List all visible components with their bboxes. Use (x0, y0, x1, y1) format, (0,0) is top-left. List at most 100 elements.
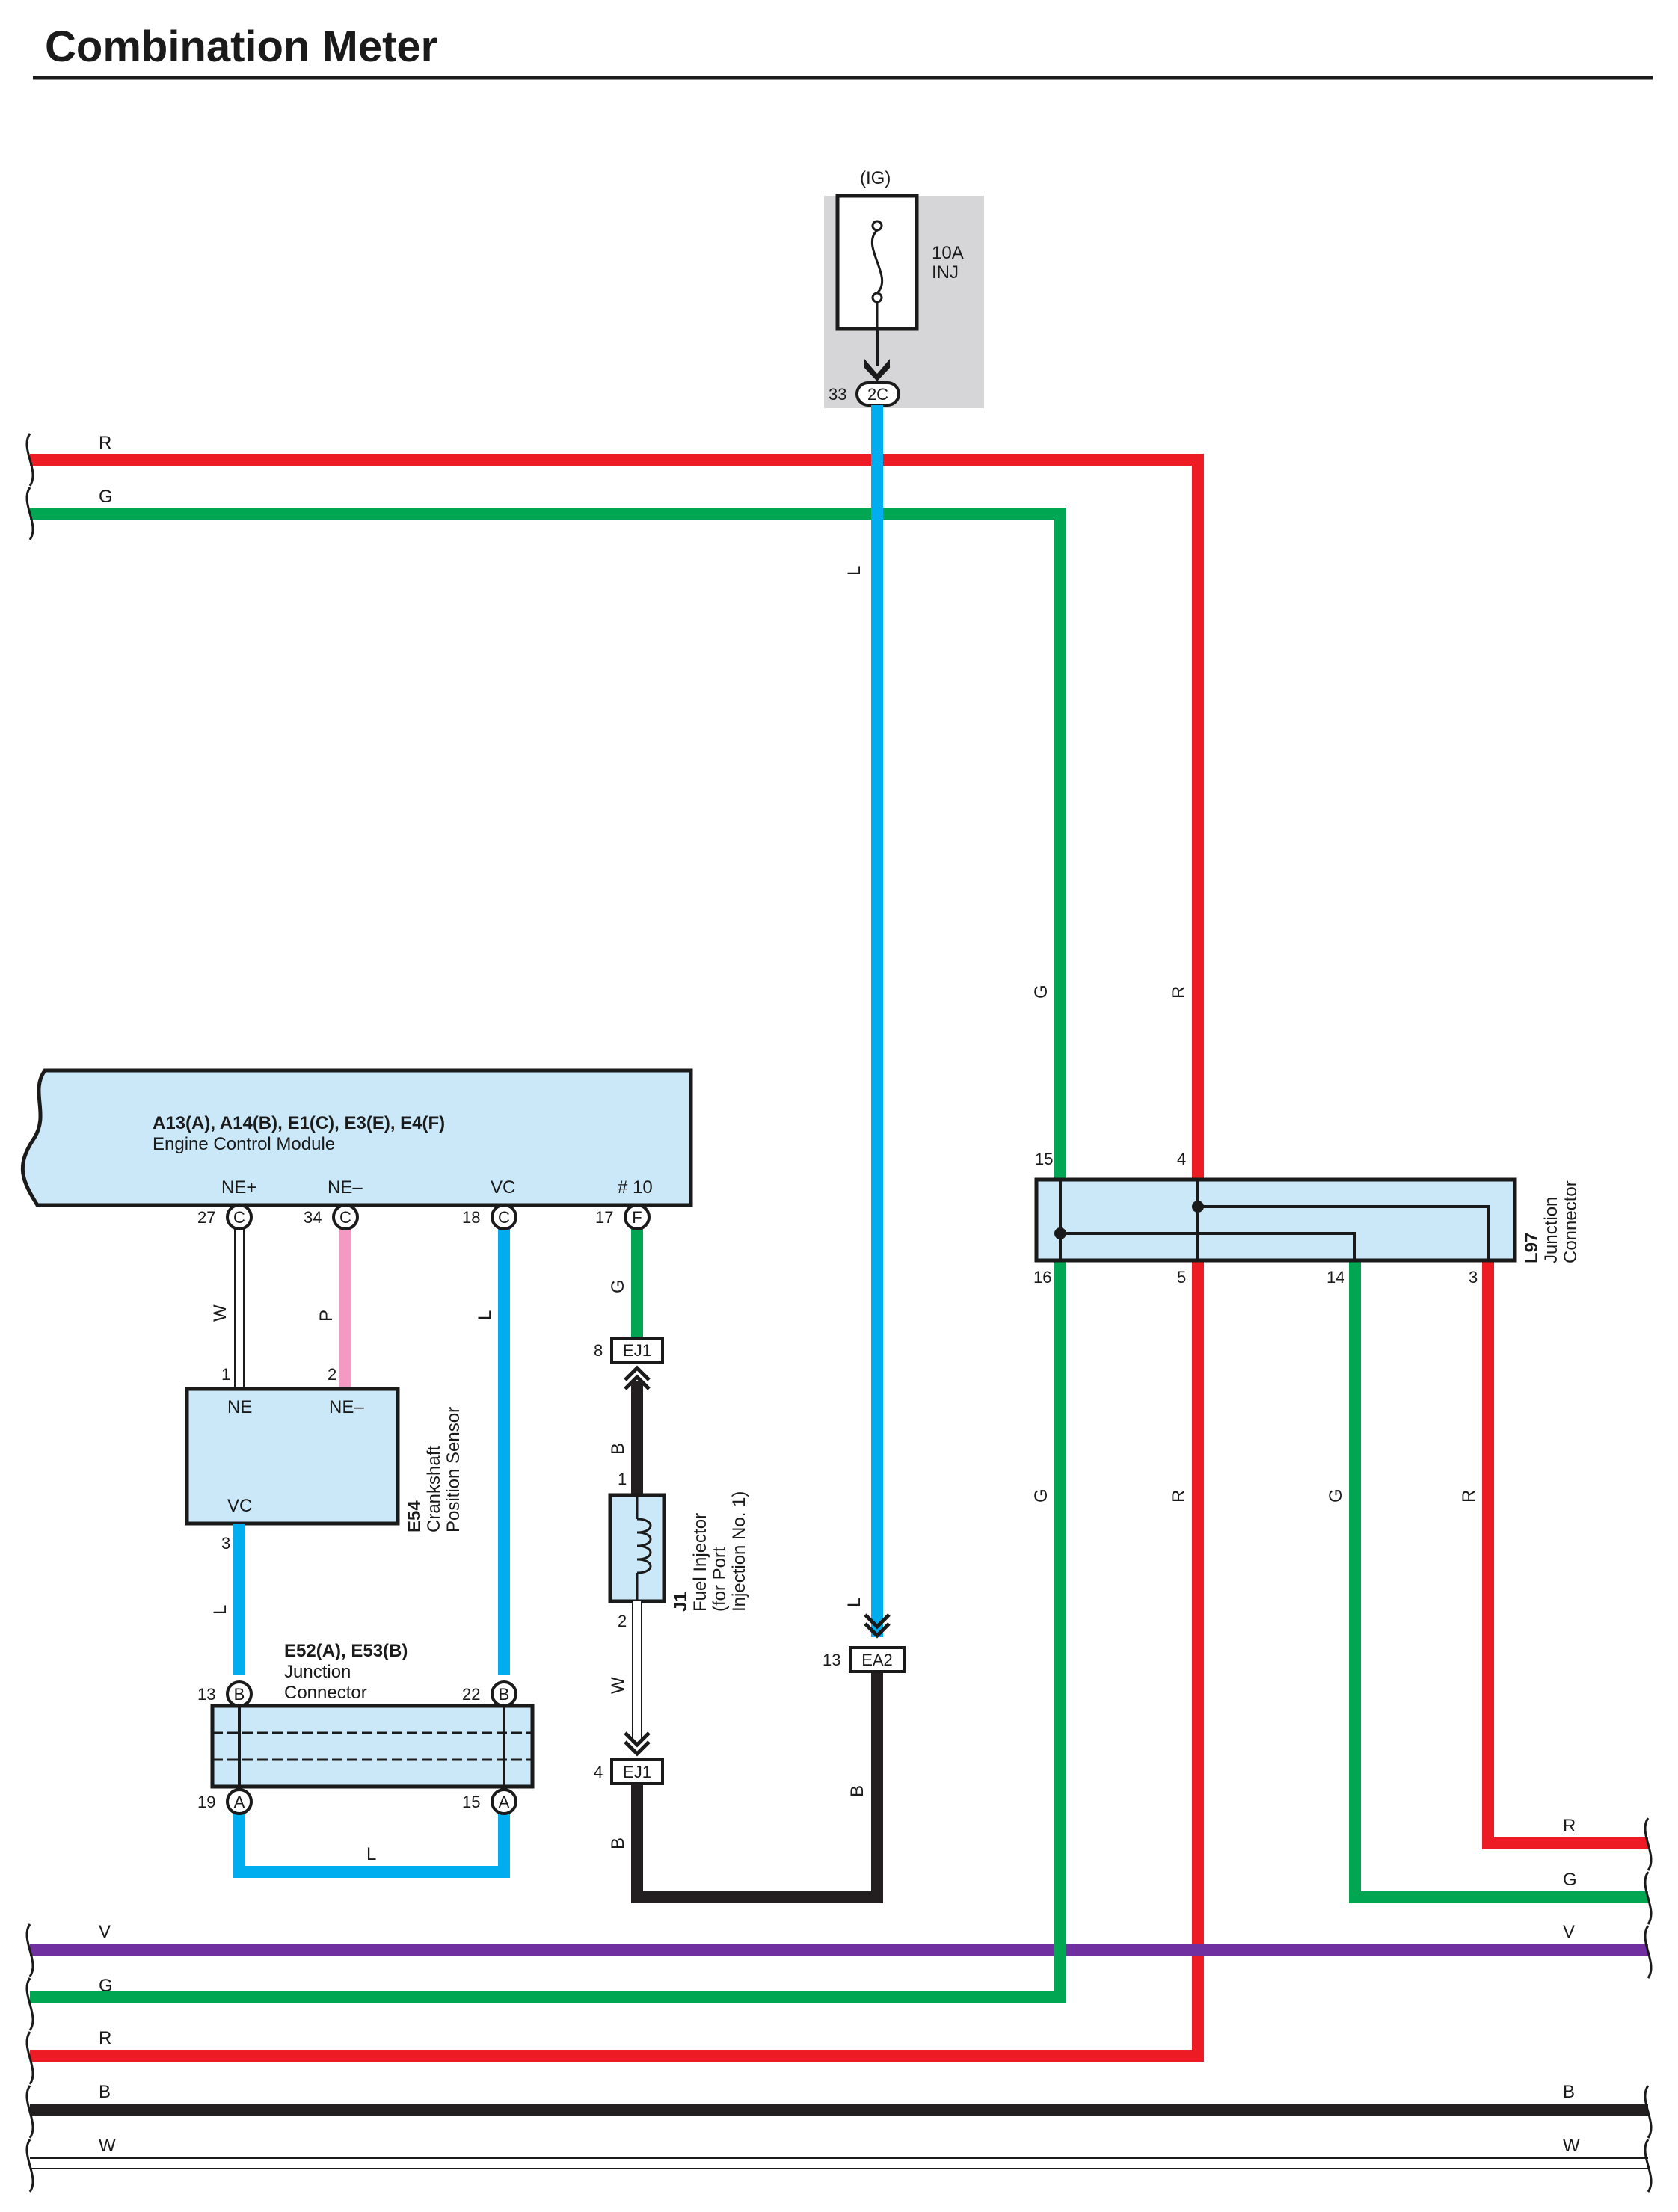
ecm-terminal-label-10: # 10 (618, 1177, 653, 1198)
ecm-pin-34: C 34 (304, 1204, 359, 1230)
svg-text:B: B (499, 1685, 510, 1704)
svg-text:F: F (632, 1208, 642, 1227)
sensor-pin-2: 2 (328, 1365, 336, 1384)
svg-text:27: 27 (197, 1208, 215, 1227)
sensor-terminal-ne: NE (227, 1397, 252, 1417)
wire-label-bot-w-left: W (99, 2136, 116, 2156)
jc-l97-bus (1059, 1180, 1490, 1260)
jc-l97-box (1034, 1177, 1517, 1263)
injector-pin-1: 1 (618, 1470, 627, 1488)
connector-ej1-top (610, 1337, 664, 1364)
wire-label-inj-top: G (608, 1279, 628, 1293)
wire-label-out-g2: G (1326, 1488, 1346, 1503)
fuse-rating: 10A (932, 243, 964, 263)
svg-text:18: 18 (462, 1208, 480, 1227)
wire-label-ne-minus: P (316, 1310, 336, 1322)
sensor-pin-1: 1 (221, 1365, 230, 1384)
wire-label-ej1-b: B (608, 1837, 628, 1849)
wire-label-right-r: R (1563, 1816, 1576, 1836)
svg-text:17: 17 (595, 1208, 613, 1227)
jc-e52-pin-22: B 22 (462, 1680, 517, 1707)
injector-name-line2: (for Port (710, 1547, 730, 1612)
wire-label-g-top: G (99, 487, 113, 507)
svg-text:EJ1: EJ1 (623, 1763, 651, 1781)
sensor-name-line2: Position Sensor (443, 1407, 464, 1532)
break-mark-left (25, 433, 34, 487)
wire-r-top (30, 454, 1204, 2056)
svg-text:22: 22 (462, 1685, 480, 1704)
wire-label-bot-b-right: B (1563, 2082, 1575, 2102)
break-marks-bottom-left (25, 1923, 34, 2193)
wire-label-vc: L (475, 1310, 495, 1320)
jc-l97-pin-5: 5 (1177, 1268, 1186, 1287)
sensor-id: E54 (405, 1500, 425, 1532)
ecm-terminal-label-ne-minus: NE– (328, 1177, 363, 1198)
sensor-name-line1: Crankshaft (424, 1446, 444, 1532)
coil-icon (636, 1495, 652, 1601)
wire-g-l97-14 (1349, 1260, 1648, 1903)
injector-id: J1 (671, 1592, 691, 1612)
sensor-terminal-vc: VC (227, 1496, 252, 1516)
wire-label-sensor-vc: L (210, 1605, 230, 1615)
jc-l97-pin-14: 14 (1327, 1268, 1344, 1287)
fuse-pin: 33 (829, 385, 846, 404)
injector-name-line3: Injection No. 1) (729, 1491, 749, 1612)
wire-g-top (30, 508, 1066, 2003)
fuse-arrow-icon (864, 359, 890, 381)
ecm-terminal-label-ne-plus: NE+ (221, 1177, 256, 1198)
jc-l97-pin-3: 3 (1469, 1268, 1478, 1287)
wire-label-bot-v-left: V (99, 1922, 111, 1942)
jc-e52-name-line1: Junction (284, 1662, 351, 1682)
injector-name-line1: Fuel Injector (690, 1513, 710, 1612)
crankshaft-sensor-box (185, 1387, 400, 1526)
sensor-pin-3: 3 (221, 1534, 230, 1553)
ecm-pin-18: C 18 (462, 1204, 517, 1230)
jc-l97-pin-16: 16 (1033, 1268, 1051, 1287)
fuse-element-icon (871, 220, 883, 329)
jc-l97-pin-15: 15 (1035, 1150, 1053, 1168)
wire-label-bot-v-right: V (1563, 1922, 1575, 1942)
connector-ea2-pin: 13 (823, 1651, 840, 1669)
wire-label-out-r: R (1169, 1490, 1189, 1503)
wire-label-jc-loop: L (366, 1844, 376, 1864)
wire-label-right-g: G (1563, 1870, 1577, 1890)
ecm-box (20, 1068, 693, 1207)
svg-text:15: 15 (462, 1793, 480, 1811)
break-marks-right (1644, 1817, 1653, 2193)
injector-pin-2: 2 (618, 1612, 627, 1630)
svg-text:C: C (233, 1208, 245, 1227)
connector-chevron-icon (624, 1365, 651, 1381)
wire-label-bot-r: R (99, 2028, 111, 2048)
jc-e52-ids: E52(A), E53(B) (284, 1641, 408, 1661)
svg-text:C: C (498, 1208, 510, 1227)
page-title: Combination Meter (45, 22, 437, 71)
wire-label-inj-w: W (608, 1677, 628, 1694)
wire-label-l-lower: L (844, 1598, 864, 1607)
jc-e52-pin-15: A 15 (462, 1788, 517, 1815)
svg-text:B: B (234, 1685, 245, 1704)
wire-label-ne-plus: W (210, 1304, 230, 1322)
wire-r-bottom (30, 2048, 1204, 2062)
wire-label-inj-b: B (608, 1443, 628, 1455)
wire-label-r-riser: R (1169, 986, 1189, 999)
wire-label-out-g: G (1031, 1488, 1051, 1503)
svg-text:13: 13 (197, 1685, 215, 1704)
wire-label-out-r2: R (1459, 1490, 1479, 1503)
svg-text:34: 34 (304, 1208, 322, 1227)
wire-label-bot-g: G (99, 1976, 113, 1996)
jc-e52-name-line2: Connector (284, 1683, 367, 1703)
connector-ej1-top-pin: 8 (594, 1341, 603, 1360)
wire-label-bot-w-right: W (1563, 2136, 1580, 2156)
wire-label-ea2-b: B (847, 1785, 867, 1797)
svg-text:A: A (234, 1793, 245, 1811)
fuse-group-label: (IG) (860, 168, 891, 188)
fuse-name: INJ (932, 262, 959, 283)
sensor-terminal-ne-minus: NE– (329, 1397, 364, 1417)
wire-label-bot-b-left: B (99, 2082, 111, 2102)
svg-text:19: 19 (197, 1793, 215, 1811)
jc-l97-name-line2: Connector (1561, 1180, 1581, 1263)
jc-l97-id: L97 (1522, 1233, 1542, 1263)
jc-e52-box (210, 1704, 535, 1789)
wire-b-ej1-ea2 (631, 1672, 883, 1903)
